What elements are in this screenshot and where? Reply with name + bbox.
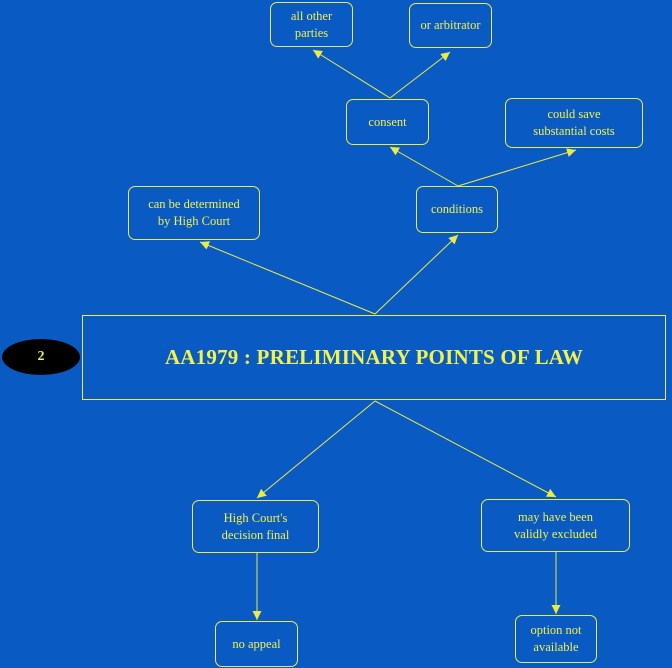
node-label: may have been validly excluded	[514, 509, 597, 541]
main-topic-box: AA1979 : PRELIMINARY POINTS OF LAW	[82, 315, 666, 400]
edge-conditions-to-costs	[457, 148, 577, 187]
node-label: can be determined by High Court	[148, 197, 240, 228]
edge-consent-to-parties	[312, 49, 391, 99]
node-option-not-available: option not available	[515, 615, 597, 663]
node-label: could save substantial costs	[533, 107, 615, 138]
edge-conditions-to-consent	[389, 146, 459, 187]
main-topic-title: AA1979 : PRELIMINARY POINTS OF LAW	[164, 345, 584, 369]
node-consent: consent	[346, 99, 429, 145]
edge-consent-to-arbitrator	[389, 51, 451, 99]
node-conditions: conditions	[416, 186, 498, 233]
node-label: all other parties	[290, 8, 333, 40]
edge-main-to-determined	[199, 241, 376, 315]
node-label: or arbitrator	[420, 18, 481, 32]
node-or-arbitrator: or arbitrator	[409, 3, 492, 48]
node-label: no appeal	[232, 636, 281, 651]
node-decision-final: High Court's decision final	[192, 500, 319, 553]
node-could-save-costs: could save substantial costs	[505, 98, 643, 148]
edge-main-to-excluded	[374, 400, 557, 498]
node-label: option not available	[530, 623, 582, 654]
edge-main-to-decision-final	[256, 400, 376, 499]
node-validly-excluded: may have been validly excluded	[481, 499, 630, 552]
node-label: conditions	[430, 202, 484, 216]
node-no-appeal: no appeal	[215, 621, 298, 667]
node-all-other-parties: all other parties	[270, 2, 353, 47]
page-number: 2	[37, 349, 45, 364]
edge-main-to-conditions	[374, 234, 459, 315]
node-label: High Court's decision final	[221, 510, 290, 542]
node-label: consent	[368, 114, 407, 129]
node-determined-by-high-court: can be determined by High Court	[128, 186, 260, 240]
page-number-badge: 2	[2, 339, 80, 375]
